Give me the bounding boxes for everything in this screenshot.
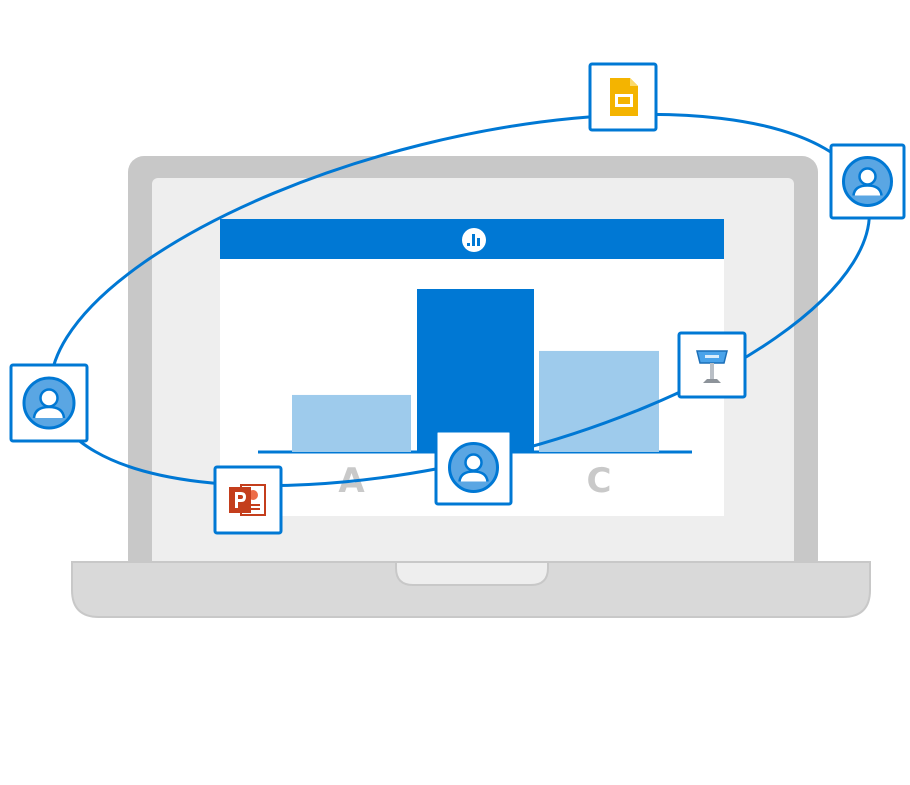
keynote-icon [696, 350, 728, 383]
powerpoint-tile[interactable] [213, 465, 283, 535]
user-avatar-icon [448, 442, 499, 493]
user-avatar-icon [22, 376, 76, 430]
bar-chart [292, 289, 659, 452]
google-slides-icon [610, 78, 638, 116]
poll-analytics-icon [462, 228, 486, 252]
laptop-base [71, 561, 871, 618]
bar-b [417, 289, 534, 452]
bar-a [292, 394, 411, 452]
bar-c [539, 350, 659, 452]
user-tile-left[interactable] [9, 363, 89, 443]
laptop-notch [395, 561, 549, 586]
google-slides-tile[interactable] [588, 62, 658, 132]
keynote-tile[interactable] [677, 331, 747, 399]
user-tile-center[interactable] [434, 429, 513, 506]
powerpoint-icon [229, 484, 266, 516]
category-label: C [587, 461, 612, 501]
user-tile-top-right[interactable] [829, 143, 906, 220]
user-avatar-icon [842, 156, 893, 207]
